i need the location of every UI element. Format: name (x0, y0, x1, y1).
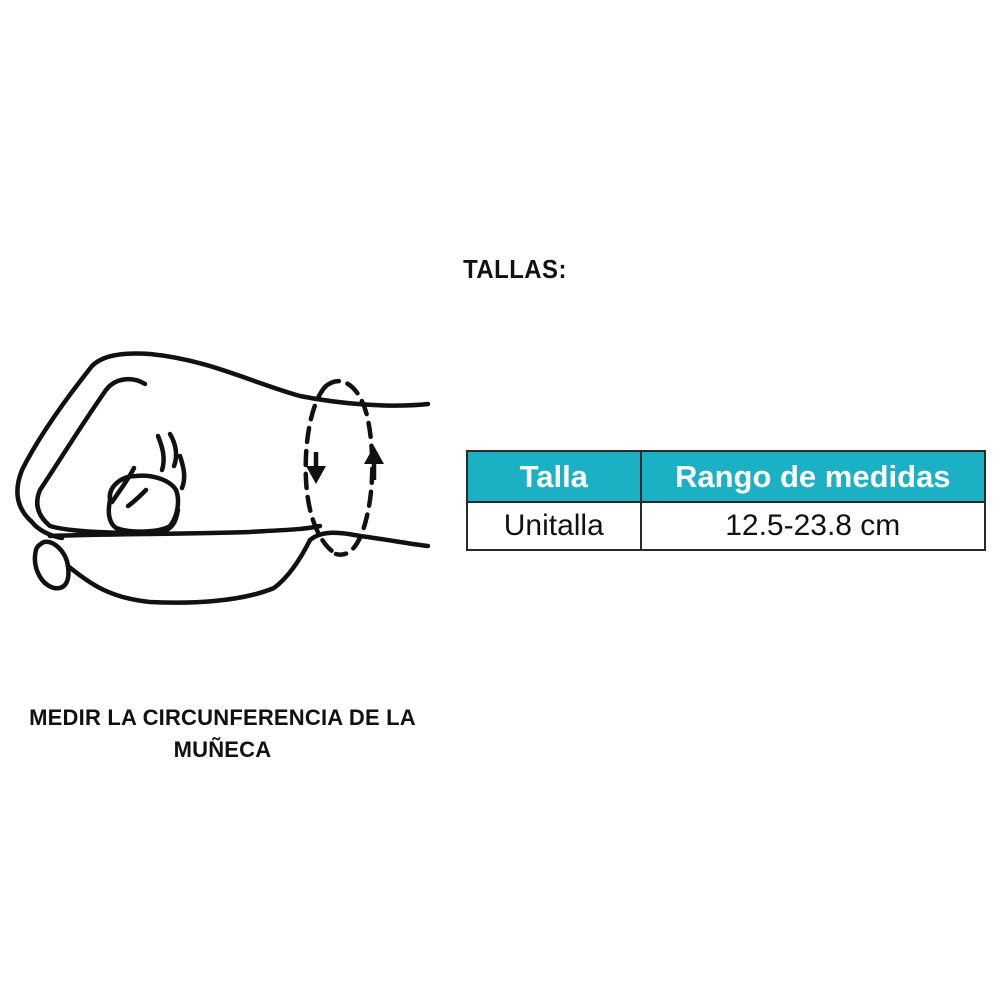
measure-caption-line2: MUÑECA (173, 737, 272, 762)
measure-ring-back (323, 378, 375, 557)
measure-ring-front (303, 383, 339, 557)
cell-rango: 12.5-23.8 cm (639, 501, 986, 551)
size-table: Talla Rango de medidas Unitalla 12.5-23.… (466, 450, 986, 551)
fingertip (106, 473, 181, 534)
arrow-down-icon (306, 466, 326, 484)
knuckle-crease-1 (155, 433, 166, 473)
knuckle-crease-2 (167, 431, 179, 469)
table-header-row: Talla Rango de medidas (466, 450, 986, 503)
palm-outline (65, 530, 431, 605)
header-rango: Rango de medidas (639, 450, 986, 503)
thumb-tip (32, 539, 71, 591)
arrow-up-icon (364, 446, 384, 464)
thumb-line (47, 523, 323, 539)
measure-caption: MEDIR LA CIRCUNFERENCIA DE LA MUÑECA (0, 702, 445, 766)
measure-caption-line1: MEDIR LA CIRCUNFERENCIA DE LA (29, 705, 416, 730)
knuckle-crease-5 (125, 487, 149, 509)
fist-outline (15, 351, 431, 541)
cell-talla: Unitalla (466, 501, 642, 551)
knuckle-crease-4 (109, 465, 137, 505)
knuckle-crease-3 (177, 453, 187, 491)
header-talla: Talla (466, 450, 642, 503)
wrist-measure-icon (15, 351, 431, 605)
page-title: TALLAS: (463, 254, 567, 284)
table-row: Unitalla 12.5-23.8 cm (466, 501, 986, 551)
